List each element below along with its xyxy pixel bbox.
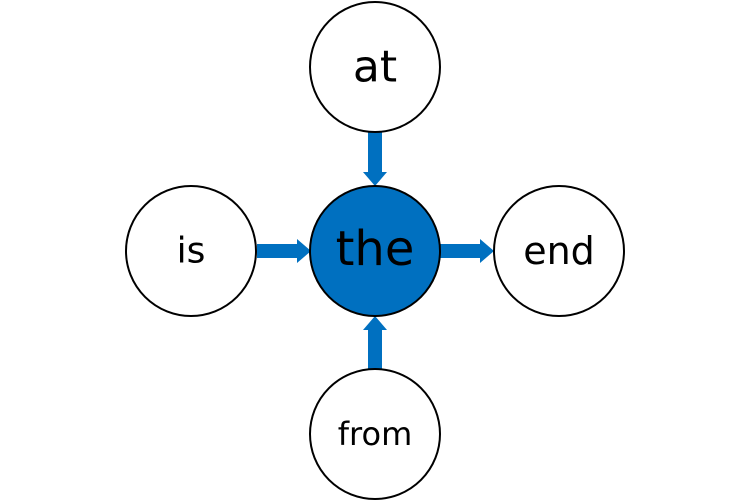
edge-at-to-the-shaft (368, 132, 382, 174)
edge-at-to-the-arrowhead (363, 172, 387, 186)
edge-is-to-the-shaft (257, 244, 299, 258)
node-bottom: from (309, 368, 441, 500)
edge-from-to-the (363, 316, 387, 370)
node-top: at (309, 1, 441, 133)
node-center-label: the (336, 221, 415, 277)
node-left-label: is (177, 231, 206, 272)
edge-the-to-end-arrowhead (480, 239, 494, 263)
node-center-circle (309, 185, 441, 317)
edge-at-to-the (363, 132, 387, 186)
node-right-label: end (523, 229, 595, 273)
edge-from-to-the-arrowhead (363, 316, 387, 330)
node-right-circle (493, 185, 625, 317)
edge-is-to-the-arrowhead (297, 239, 311, 263)
node-top-circle (309, 1, 441, 133)
node-center: the (309, 185, 441, 317)
edge-the-to-end (440, 239, 494, 263)
edge-the-to-end-shaft (440, 244, 482, 258)
node-left-circle (125, 185, 257, 317)
edge-from-to-the-shaft (368, 328, 382, 370)
node-right: end (493, 185, 625, 317)
node-top-label: at (353, 42, 397, 93)
edge-is-to-the (257, 239, 311, 263)
node-bottom-circle (309, 368, 441, 500)
node-bottom-label: from (338, 415, 412, 453)
node-left: is (125, 185, 257, 317)
